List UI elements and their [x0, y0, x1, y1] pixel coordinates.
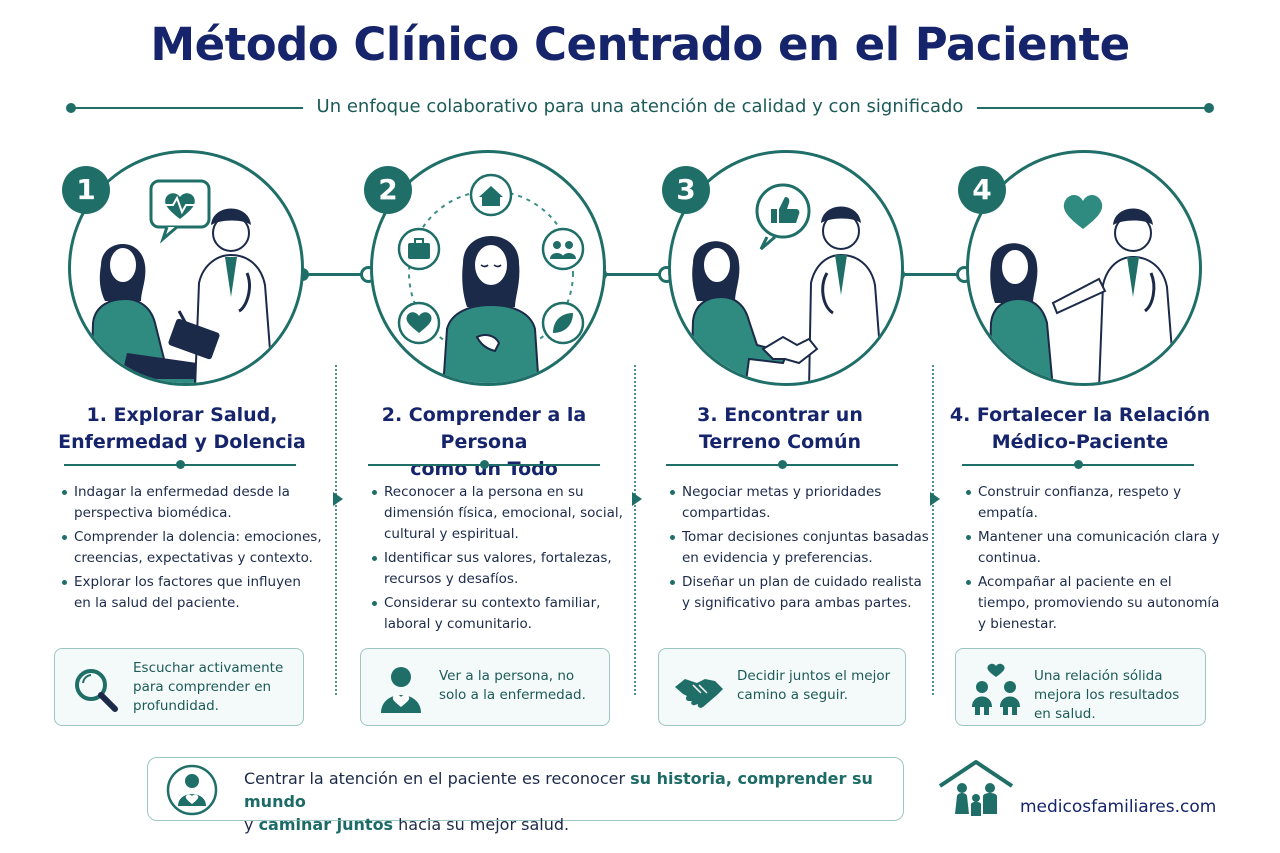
subtitle-left-dot	[66, 103, 76, 113]
people-icon	[541, 227, 585, 271]
list-item: Comprender la dolencia: emociones, creen…	[62, 527, 322, 569]
step-4-title-line2: Médico-Paciente	[991, 431, 1169, 453]
family-heart-icon	[972, 663, 1020, 715]
step-1-title-line1: 1. Explorar Salud,	[86, 404, 278, 426]
step-1-number-badge: 1	[62, 166, 110, 214]
family-house-icon	[938, 760, 1014, 816]
separator-2	[634, 365, 636, 695]
handshake-icon	[761, 335, 819, 365]
step-4-title-line1: 4. Fortalecer la Relación	[949, 404, 1211, 426]
arrow-right-icon	[930, 492, 940, 506]
brand-name: medicosfamiliares.com	[1020, 797, 1217, 817]
step-3-divider-dot	[778, 460, 787, 469]
step-2-card: Ver a la persona, no solo a la enfermeda…	[360, 648, 610, 726]
home-icon	[469, 173, 513, 217]
connector-2-3	[600, 273, 668, 276]
list-item: Acompañar al paciente en el tiempo, prom…	[966, 572, 1226, 635]
subtitle-text: Un enfoque colaborativo para una atenció…	[302, 96, 978, 117]
page-title: Método Clínico Centrado en el Paciente	[150, 18, 1130, 71]
bottom-message: Centrar la atención en el paciente es re…	[147, 757, 904, 834]
list-item: Negociar metas y prioridades compartidas…	[670, 482, 930, 524]
step-4-number-badge: 4	[958, 166, 1006, 214]
step-1-divider-dot	[176, 460, 185, 469]
step-4-title: 4. Fortalecer la Relación Médico-Pacient…	[940, 402, 1220, 456]
subtitle: Un enfoque colaborativo para una atenció…	[66, 96, 1214, 117]
arrow-right-icon	[333, 492, 343, 506]
bottom-highlight-1: su historia, comprender su mundo	[244, 769, 873, 811]
thumbs-up-icon	[755, 183, 811, 251]
list-item: Mantener una comunicación clara y contin…	[966, 527, 1226, 569]
arrow-right-icon	[632, 492, 642, 506]
doctor-icon	[808, 206, 884, 383]
list-item: Reconocer a la persona en su dimensión f…	[372, 482, 632, 545]
step-2-title-line2: como un Todo	[410, 458, 558, 480]
connector-1-2	[302, 273, 370, 276]
step-2-title: 2. Comprender a la Persona como un Todo	[344, 402, 624, 483]
separator-3	[932, 365, 934, 695]
step-3-card: Decidir juntos el mejor camino a seguir.	[658, 648, 906, 726]
heart-pulse-icon	[149, 179, 211, 244]
separator-1	[335, 365, 337, 695]
list-item: Identificar sus valores, fortalezas, rec…	[372, 548, 632, 590]
doctor-icon	[168, 208, 274, 383]
step-1-title-line2: Enfermedad y Dolencia	[58, 431, 306, 453]
list-item: Diseñar un plan de cuidado realista y si…	[670, 572, 930, 614]
step-4-bullets: Construir confianza, respeto y empatía. …	[966, 482, 1226, 638]
subtitle-row: Un enfoque colaborativo para una atenció…	[66, 96, 1214, 120]
step-2-illustration	[370, 150, 606, 386]
bottom-text-part2: y	[244, 815, 259, 834]
step-3-title-line2: Terreno Común	[699, 431, 861, 453]
step-3-illustration	[668, 150, 904, 386]
step-3-number-badge: 3	[662, 166, 710, 214]
bottom-text-part3: hacia su mejor salud.	[393, 815, 570, 834]
step-2-title-line1: 2. Comprender a la Persona	[381, 404, 587, 453]
patient-icon	[90, 243, 201, 383]
step-2-bullets: Reconocer a la persona en su dimensión f…	[372, 482, 632, 638]
handshake-icon	[675, 679, 723, 708]
list-item: Construir confianza, respeto y empatía.	[966, 482, 1226, 524]
magnifier-icon	[75, 669, 118, 712]
step-1-bullets: Indagar la enfermedad desde la perspecti…	[62, 482, 322, 617]
step-3-title-line1: 3. Encontrar un	[697, 404, 863, 426]
bottom-message-text: Centrar la atención en el paciente es re…	[244, 767, 893, 836]
list-item: Explorar los factores que influyen en la…	[62, 572, 322, 614]
bottom-highlight-2: caminar juntos	[258, 815, 394, 834]
list-item: Considerar su contexto familiar, laboral…	[372, 593, 632, 635]
step-2-card-text: Ver a la persona, no solo a la enfermeda…	[439, 668, 586, 703]
heart-icon	[397, 301, 441, 345]
step-3-bullets: Negociar metas y prioridades compartidas…	[670, 482, 930, 617]
step-2-divider-dot	[480, 460, 489, 469]
step-1-title: 1. Explorar Salud, Enfermedad y Dolencia	[42, 402, 322, 456]
step-3-title: 3. Encontrar un Terreno Común	[640, 402, 920, 456]
step-1-card: Escuchar activamente para comprender en …	[54, 648, 304, 726]
patient-icon	[690, 241, 789, 383]
doctor-icon	[1051, 208, 1176, 383]
step-2-number-badge: 2	[364, 166, 412, 214]
step-1-card-text: Escuchar activamente para comprender en …	[133, 660, 284, 714]
step-4-card: Una relación sólida mejora los resultado…	[955, 648, 1206, 726]
heart-icon	[1063, 195, 1103, 229]
subtitle-right-dot	[1204, 103, 1214, 113]
patient-icon	[988, 243, 1054, 383]
step-4-divider-dot	[1074, 460, 1083, 469]
connector-3-4	[898, 273, 966, 276]
person-heart-icon	[381, 667, 421, 713]
person-heart-icon	[166, 764, 218, 816]
leaf-icon	[541, 301, 585, 345]
step-3-card-text: Decidir juntos el mejor camino a seguir.	[737, 668, 891, 703]
bottom-text-part1: Centrar la atención en el paciente es re…	[244, 769, 631, 788]
person-icon	[442, 236, 540, 383]
list-item: Indagar la enfermedad desde la perspecti…	[62, 482, 322, 524]
step-4-card-text: Una relación sólida mejora los resultado…	[1034, 668, 1180, 722]
list-item: Tomar decisiones conjuntas basadas en ev…	[670, 527, 930, 569]
briefcase-icon	[397, 227, 441, 271]
